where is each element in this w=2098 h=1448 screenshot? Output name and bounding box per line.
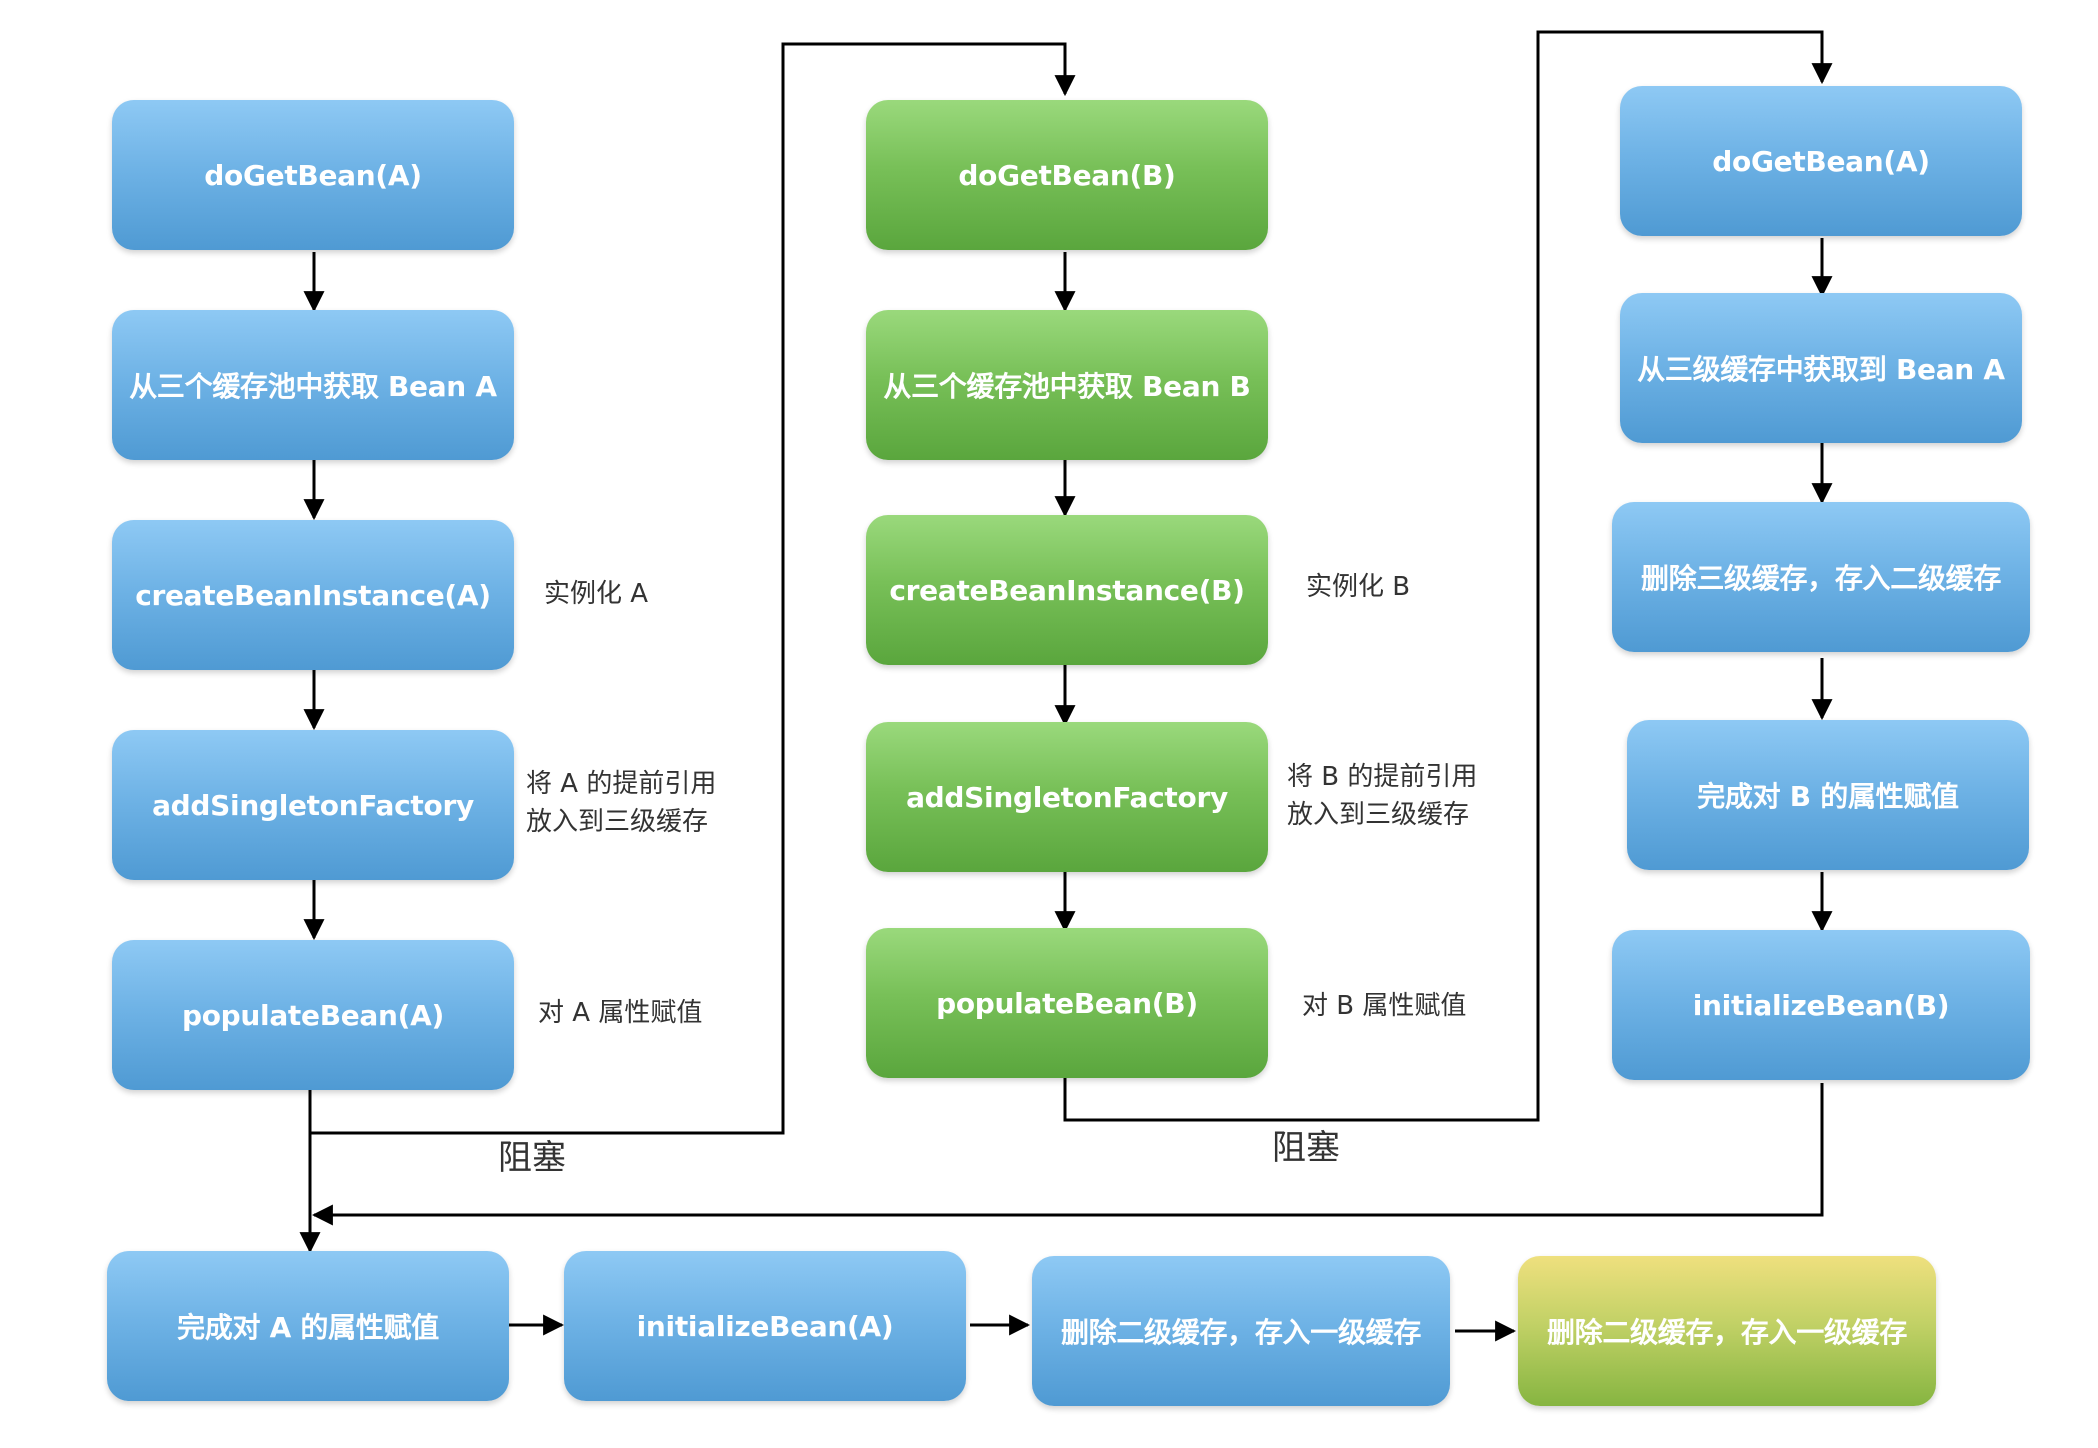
add-factory-b-box: addSingletonFactory — [866, 722, 1268, 872]
note-put-a-l3: 将 A 的提前引用 放入到三级缓存 — [526, 769, 717, 837]
initialize-a-box: initializeBean(A) — [564, 1251, 966, 1401]
add-factory-a-box: addSingletonFactory — [112, 730, 514, 880]
get-from-l3-box: 从三级缓存中获取到 Bean A — [1620, 293, 2022, 443]
route-a-to-b — [310, 42, 1076, 1135]
note-assign-a: 对 A 属性赋值 — [538, 998, 703, 1028]
blocked-label-1: 阻塞 — [498, 1138, 566, 1178]
route-b-to-c — [1063, 30, 1833, 1122]
create-instance-b-box: createBeanInstance(B) — [866, 515, 1268, 665]
get-from-cache-a-box: 从三个缓存池中获取 Bean A — [112, 310, 514, 460]
move-l2-to-l1-box: 删除二级缓存，存入一级缓存 — [1032, 1256, 1450, 1406]
initialize-b-box: initializeBean(B) — [1612, 930, 2030, 1080]
note-assign-b: 对 B 属性赋值 — [1302, 991, 1467, 1021]
populate-a-box: populateBean(A) — [112, 940, 514, 1090]
finish-b-props-box: 完成对 B 的属性赋值 — [1627, 720, 2029, 870]
blocked-label-2: 阻塞 — [1272, 1128, 1340, 1168]
note-instantiate-a: 实例化 A — [544, 579, 649, 609]
note-instantiate-b: 实例化 B — [1306, 572, 1411, 602]
finish-a-props-box: 完成对 A 的属性赋值 — [107, 1251, 509, 1401]
get-from-cache-b-box: 从三个缓存池中获取 Bean B — [866, 310, 1268, 460]
route-c-to-a — [311, 1083, 1824, 1226]
do-get-bean-a-again-box: doGetBean(A) — [1620, 86, 2022, 236]
do-get-bean-a-box: doGetBean(A) — [112, 100, 514, 250]
do-get-bean-b-box: doGetBean(B) — [866, 100, 1268, 250]
move-l3-to-l2-box: 删除三级缓存，存入二级缓存 — [1612, 502, 2030, 652]
move-l2-to-l1-final-box: 删除二级缓存，存入一级缓存 — [1518, 1256, 1936, 1406]
populate-b-box: populateBean(B) — [866, 928, 1268, 1078]
create-instance-a-box: createBeanInstance(A) — [112, 520, 514, 670]
note-put-b-l3: 将 B 的提前引用 放入到三级缓存 — [1287, 762, 1478, 830]
